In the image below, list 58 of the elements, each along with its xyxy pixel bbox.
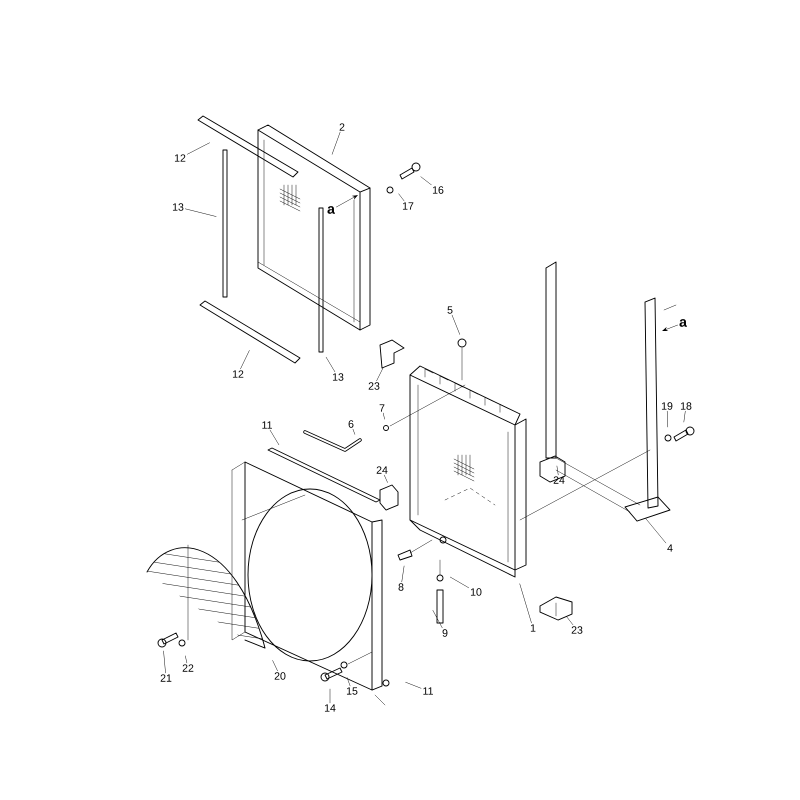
leader-line [185,208,216,217]
leader-line [520,584,532,624]
callout-number: 5 [448,306,452,314]
callout-number: 23 [368,382,380,390]
leader-line [332,132,340,155]
callout-number: 13 [172,203,184,211]
callout-number: 14 [324,704,336,712]
arrow [336,195,358,208]
leader-line [187,142,210,154]
callout-number: 17 [402,202,414,210]
callout-number: 16 [432,186,444,194]
callout-number: 19 [662,402,672,410]
leader-line [646,518,666,544]
leader-line [270,430,280,446]
callout-number: 23 [572,626,582,634]
leader-line [566,616,574,626]
callout-number: 15 [346,687,358,695]
reference-letter: a [680,319,687,327]
callout-number: 20 [274,672,286,680]
leader-line [398,194,404,202]
callout-number: 21 [160,674,172,682]
callout-number: 22 [182,664,194,672]
leader-line [666,410,668,428]
leader-line [402,566,404,582]
leader-line [163,650,166,674]
callout-number: 2 [340,123,344,131]
leader-line [382,412,385,420]
callout-number: 8 [398,583,404,591]
leader-line [185,656,188,664]
callout-number: 13 [332,373,344,381]
leader-line [405,682,422,689]
arrow [662,324,678,331]
leader-line [272,660,278,672]
leader-line [420,176,432,186]
leader-line [452,314,460,335]
leader-line [376,367,384,382]
callout-number: 7 [380,404,384,412]
callout-number: 1 [530,624,536,632]
callout-number: 10 [470,588,482,596]
reference-letter: a [328,206,335,214]
callout-number: 12 [174,154,186,162]
callout-number: 12 [232,370,244,378]
leader-line [432,610,442,628]
callout-number: 4 [667,544,673,552]
leader-line [346,677,350,686]
callout-number: 11 [423,687,433,695]
leader-line [684,410,686,422]
leader-line [326,356,336,372]
leader-line [352,428,356,435]
callout-number: 9 [442,629,448,637]
callout-number: 11 [262,421,272,429]
leader-line [450,576,469,588]
leader-line [556,466,558,476]
callout-number: 24 [376,466,388,474]
leader-line [384,474,388,483]
callout-number: 6 [348,420,354,428]
callout-number: 18 [680,402,692,410]
leader-line [240,350,250,370]
